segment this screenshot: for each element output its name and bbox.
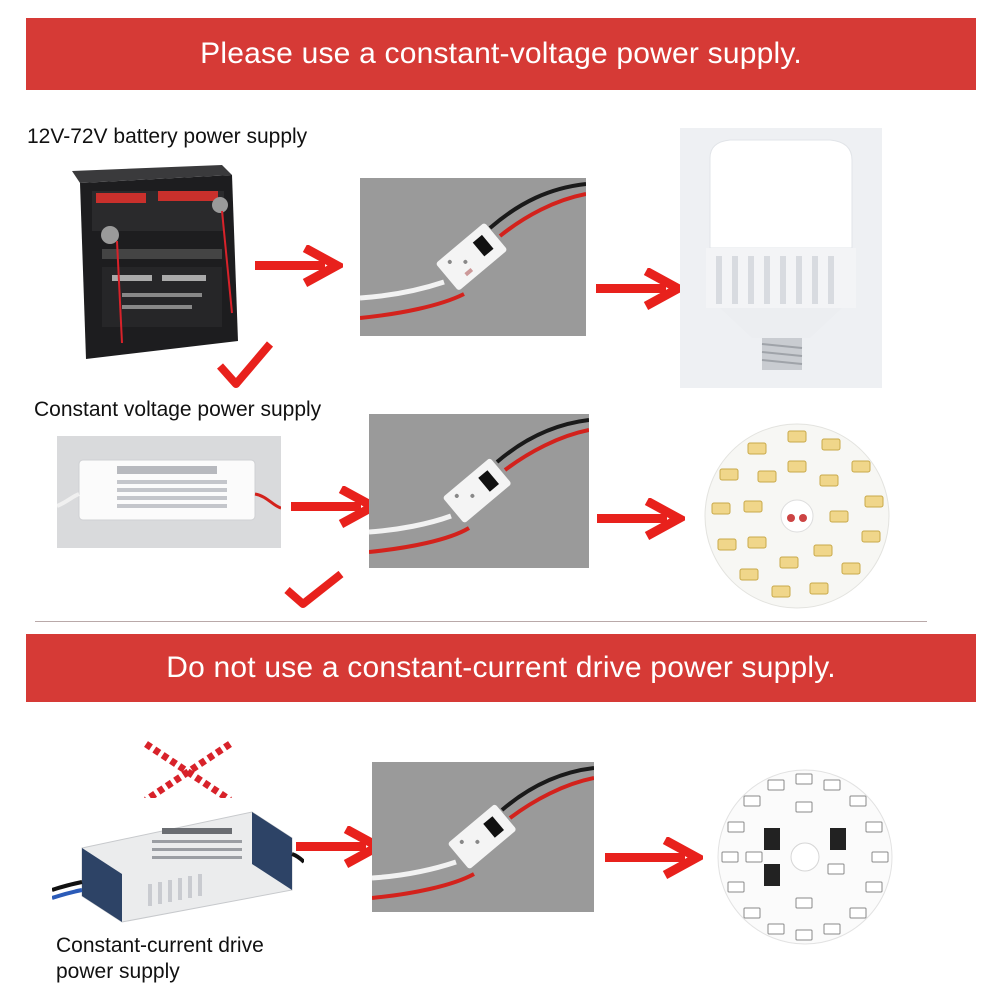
arrow-right-icon: [596, 267, 688, 310]
checkmark-icon: [283, 570, 345, 610]
constant-current-label: Constant-current drive power supply: [56, 933, 264, 986]
arrow-right-icon: [291, 485, 383, 528]
led-module-photo: [369, 414, 589, 568]
battery-photo: [62, 163, 248, 363]
constant-current-label-line2: power supply: [56, 960, 180, 984]
arrow-right-icon: [296, 825, 388, 868]
top-banner-text: Please use a constant-voltage power supp…: [200, 37, 802, 70]
constant-voltage-driver-photo: [57, 436, 281, 548]
battery-label: 12V-72V battery power supply: [27, 125, 308, 148]
led-bulb-photo: [680, 128, 882, 388]
section-divider: [35, 621, 927, 622]
bottom-banner-text: Do not use a constant-current drive powe…: [166, 651, 836, 684]
cross-mark-icon: [142, 740, 234, 804]
led-module-photo: [372, 762, 594, 912]
led-board-photo: [702, 421, 892, 611]
constant-current-label-line1: Constant-current drive: [56, 934, 264, 957]
arrow-right-icon: [255, 244, 347, 287]
led-module-photo: [360, 178, 586, 336]
constant-current-driver-photo: [52, 798, 304, 928]
constant-voltage-label: Constant voltage power supply: [34, 398, 322, 421]
bottom-banner: Do not use a constant-current drive powe…: [26, 634, 976, 702]
led-board-photo: [716, 768, 894, 946]
arrow-right-icon: [605, 836, 707, 879]
arrow-right-icon: [597, 497, 689, 540]
checkmark-icon: [216, 340, 274, 394]
top-banner: Please use a constant-voltage power supp…: [26, 18, 976, 90]
